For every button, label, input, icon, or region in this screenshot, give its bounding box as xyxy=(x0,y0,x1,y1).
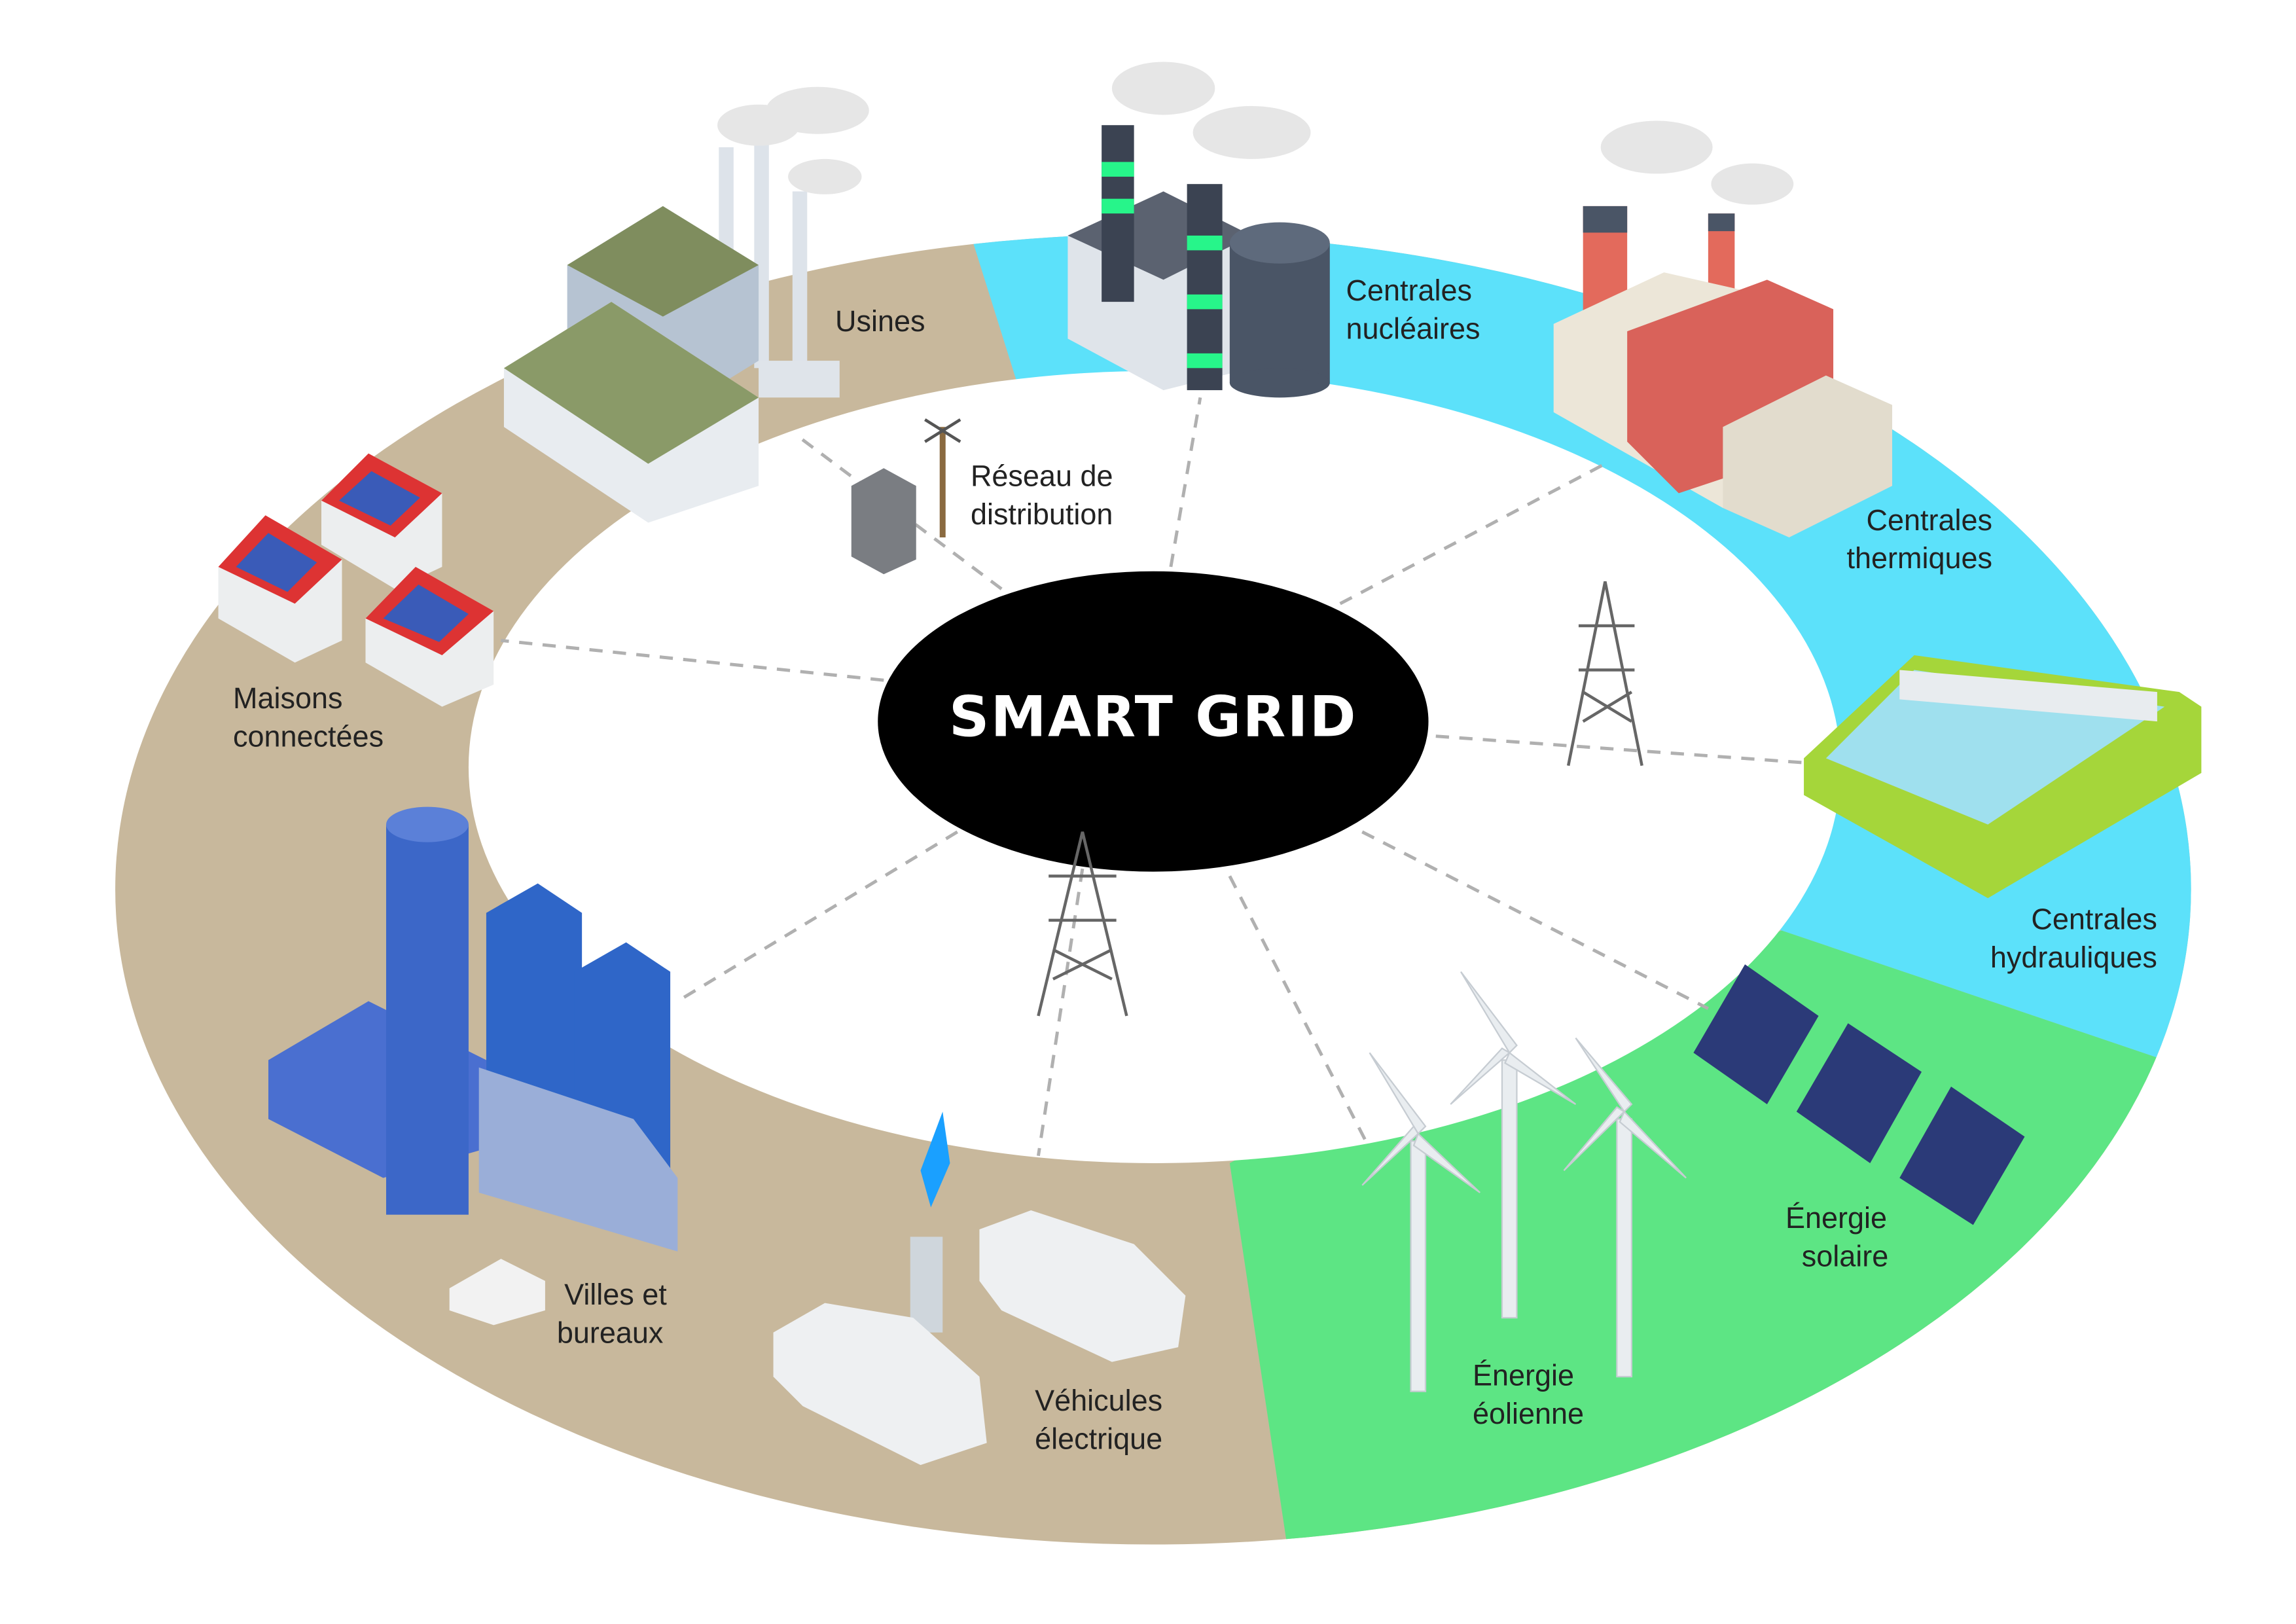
label-centrales-hydrauliques: Centrales hydrauliques xyxy=(1990,902,2157,973)
wind-turbines-icon xyxy=(1361,971,1687,1392)
label-line: Centrales xyxy=(1346,274,1472,307)
label-villes-bureaux: Villes et bureaux xyxy=(557,1278,667,1349)
label-line: Villes et xyxy=(564,1278,667,1311)
label-line: éolienne xyxy=(1473,1397,1584,1430)
label-line: thermiques xyxy=(1847,541,1992,575)
label-line: connectées xyxy=(233,719,384,753)
label-line: Centrales xyxy=(1867,503,1992,537)
label-line: Énergie xyxy=(1785,1201,1887,1235)
electric-vehicles-icon xyxy=(773,1111,1186,1466)
label-usines: Usines xyxy=(835,304,925,338)
label-vehicules-electrique: Véhicules électrique xyxy=(1035,1384,1162,1455)
label-reseau-distribution: Réseau de distribution xyxy=(971,459,1113,530)
solar-panels-icon xyxy=(1693,964,2025,1225)
label-line: électrique xyxy=(1035,1422,1162,1455)
nuclear-plant-icon xyxy=(1067,62,1330,398)
label-maisons-connectees: Maisons connectées xyxy=(233,681,384,753)
houses-icon xyxy=(218,453,494,707)
pylon-icon-right xyxy=(1566,581,1643,767)
city-buildings-icon xyxy=(268,806,678,1326)
label-line: Maisons xyxy=(233,681,342,715)
label-line: Véhicules xyxy=(1035,1384,1162,1417)
label-line: hydrauliques xyxy=(1990,941,2157,974)
pylon-icon-left xyxy=(1037,831,1128,1017)
thermal-plant-icon xyxy=(1553,120,1893,538)
label-centrales-nucleaires: Centrales nucléaires xyxy=(1346,274,1480,345)
label-line: bureaux xyxy=(557,1316,664,1349)
label-line: nucléaires xyxy=(1346,312,1480,345)
hydro-dam-icon xyxy=(1804,655,2202,899)
label-line: solaire xyxy=(1802,1239,1888,1272)
label-line: Énergie xyxy=(1473,1359,1574,1392)
label-line: Usines xyxy=(835,304,925,338)
label-line: Réseau de xyxy=(971,459,1113,492)
label-energie-eolienne: Énergie éolienne xyxy=(1473,1359,1584,1430)
label-centrales-thermiques: Centrales thermiques xyxy=(1847,503,1992,575)
smart-grid-hub xyxy=(878,571,1429,872)
label-line: Centrales xyxy=(2031,902,2157,935)
distribution-transformer-icon xyxy=(851,418,961,575)
label-energie-solaire: Énergie solaire xyxy=(1785,1201,1888,1272)
factory-icon xyxy=(503,86,869,523)
label-line: distribution xyxy=(971,497,1113,531)
smart-grid-title: SMART GRID xyxy=(949,685,1357,750)
